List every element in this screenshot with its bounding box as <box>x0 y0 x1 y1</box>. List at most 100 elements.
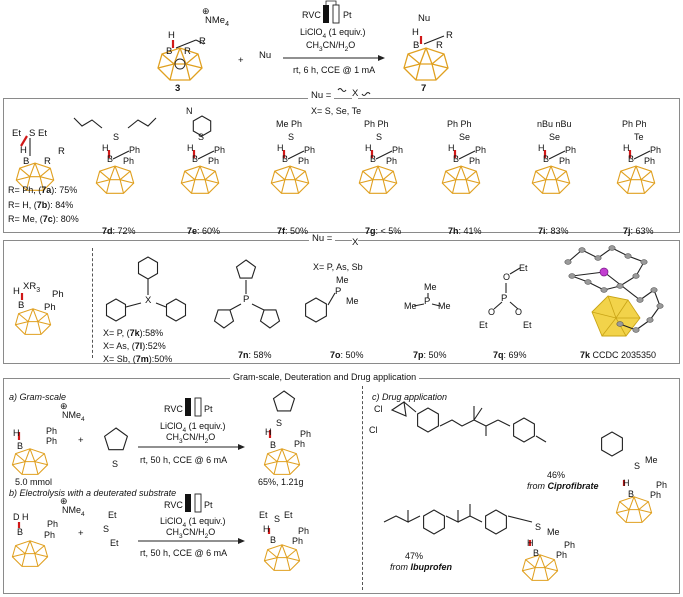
ibuprofen-source: from Ibuprofen <box>390 562 453 572</box>
ph-group: Ph <box>208 156 220 166</box>
product-yield-7o: 7o: 50% <box>330 350 364 360</box>
ph-group: Ph <box>475 145 487 155</box>
product-yield-7j: 7j: 63% <box>623 226 654 236</box>
ph-group: Ph <box>214 145 226 155</box>
phosphorus-atom: P <box>424 296 431 307</box>
methyl-group: Me <box>438 301 451 311</box>
product-yield-7i: 7i: 83% <box>538 226 569 236</box>
sulfur-atom: S <box>276 418 283 428</box>
atom-H: H <box>527 538 534 548</box>
et-group: Et <box>12 128 21 139</box>
ph-group: Ph <box>565 145 577 155</box>
cathode-label: Pt <box>204 404 213 414</box>
phosphorus-atom: P <box>243 294 250 305</box>
ethyl-group: Et <box>259 510 268 520</box>
x-line-7k: X= P, (7k):58% <box>103 328 164 338</box>
ph-group: Ph <box>52 289 64 300</box>
atom-B: B <box>270 535 277 545</box>
x-values: X= S, Se, Te <box>311 106 362 116</box>
atom-B: B <box>370 154 377 164</box>
ethyl-group: Et <box>108 510 117 520</box>
methyl-group: Me <box>336 275 349 285</box>
ph-group: Ph <box>559 156 571 166</box>
nu-definition: Nu = <box>308 90 335 101</box>
ethyl-group: Et <box>519 263 528 273</box>
plus-sign: + <box>78 435 84 446</box>
product-yield-7g: 7g: < 5% <box>365 226 402 236</box>
atom-B: B <box>107 154 114 164</box>
anode-label: RVC <box>164 404 183 414</box>
ethyl-group: Et <box>523 320 532 330</box>
chalcogen-atom: S <box>113 132 120 142</box>
atom-H: H <box>265 427 272 437</box>
r-line-7b: R= H, (7b): 84% <box>8 200 74 210</box>
r-line-7c: R= Me, (7c): 80% <box>8 214 79 224</box>
phosphorus-atom: P <box>335 286 342 297</box>
ph-group: Ph <box>294 439 306 449</box>
atom-H: H <box>187 143 194 153</box>
product-yield-7n: 7n: 58% <box>238 350 272 360</box>
product-yield-7q: 7q: 69% <box>493 350 527 360</box>
chalcogen-atom: S <box>198 132 205 142</box>
gram-scale-label: a) Gram-scale <box>9 392 67 402</box>
group15-panel <box>3 240 680 364</box>
substituent-label: Ph Ph <box>447 119 472 129</box>
chlorine-atom: Cl <box>374 404 383 414</box>
condition-line-3: rt, 50 h, CCE @ 6 mA <box>140 548 228 558</box>
ph-group: Ph <box>650 490 662 500</box>
atom-H: H <box>13 286 20 297</box>
methyl-group: Me <box>424 282 437 292</box>
compound-7-label: 7 <box>421 83 427 94</box>
atom-B: B <box>413 40 420 51</box>
sulfur-atom: S <box>29 128 36 139</box>
plus-sign: + <box>238 55 244 66</box>
atom-D: D <box>13 512 20 522</box>
ph-group: Ph <box>44 530 56 540</box>
ph-group: Ph <box>556 550 568 560</box>
condition-line-2: CH3CN/H2O <box>166 527 216 540</box>
atom-R: R <box>446 30 453 41</box>
charge-symbol: ⊕ <box>60 496 68 506</box>
x-center-label: X <box>352 237 359 248</box>
substituent-label: Me Ph <box>276 119 303 129</box>
ph-group: Ph <box>392 145 404 155</box>
atom-B: B <box>166 46 173 57</box>
center-atom-x: X <box>145 295 152 306</box>
ibuprofen-yield: 47% <box>405 551 424 561</box>
chalcogen-atom: Se <box>549 132 561 142</box>
et-group: Et <box>38 128 47 139</box>
atom-H: H <box>22 512 29 522</box>
ph-group: Ph <box>469 156 481 166</box>
cathode-label: Pt <box>343 10 352 20</box>
atom-R: R <box>436 40 443 51</box>
product-yield-7d: 7d: 72% <box>102 226 136 236</box>
ph-group: Ph <box>304 145 316 155</box>
condition-line-1: LiClO4 (1 equiv.) <box>160 421 226 434</box>
ph-group: Ph <box>292 536 304 546</box>
anode-label: RVC <box>164 500 183 510</box>
charge-symbol: ⊕ <box>202 6 210 16</box>
atom-H: H <box>365 143 372 153</box>
ph-group: Ph <box>46 436 58 446</box>
oxygen-atom: O <box>515 307 523 317</box>
condition-line-1: LiClO4 (1 equiv.) <box>300 27 366 40</box>
substituent-label: Ph Ph <box>622 119 647 129</box>
methyl-group: Me <box>346 296 359 306</box>
atom-B: B <box>628 489 635 499</box>
atom-H: H <box>448 143 455 153</box>
ph-group: Ph <box>564 540 576 550</box>
atom-B: B <box>628 154 635 164</box>
sulfur-atom: S <box>274 514 281 524</box>
nu-reagent: Nu <box>259 50 272 61</box>
atom-R: R <box>199 36 206 47</box>
atom-B: B <box>282 154 289 164</box>
ethyl-group: Et <box>284 510 293 520</box>
atom-R: R <box>184 46 191 57</box>
atom-R: R <box>58 146 65 157</box>
condition-line-3: rt, 6 h, CCE @ 1 mA <box>293 65 376 75</box>
atom-B: B <box>453 154 460 164</box>
ph-group: Ph <box>129 145 141 155</box>
nme4-label: NMe4 <box>62 505 85 518</box>
atom-H: H <box>168 30 175 41</box>
ph-group: Ph <box>644 156 656 166</box>
